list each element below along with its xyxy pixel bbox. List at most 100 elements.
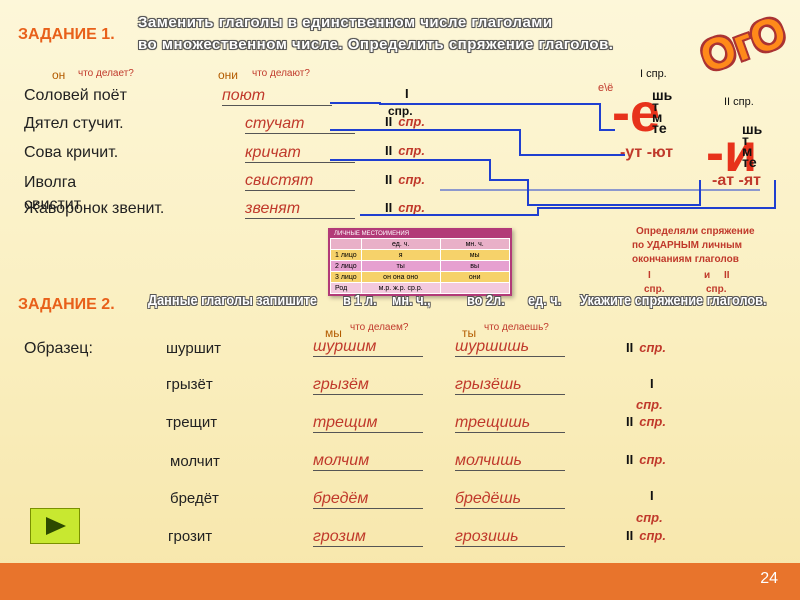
task1-text-line2: во множественном числе. Определить спряж… bbox=[138, 36, 614, 53]
conj-num-5: II bbox=[385, 200, 393, 215]
pt-r4-c2 bbox=[439, 282, 510, 294]
conj-spr-1: спр. bbox=[388, 104, 413, 118]
conj-4: II спр. bbox=[385, 172, 425, 187]
ending-e-4: те bbox=[652, 120, 667, 136]
pronoun-table: ед. ч. мн. ч. 1 лицо я мы 2 лицо ты вы 3… bbox=[330, 238, 510, 294]
t2-conj-num-3: II bbox=[626, 414, 634, 429]
question-on: что делает? bbox=[78, 68, 134, 79]
task1-text-line1: Заменить глаголы в единственном числе гл… bbox=[138, 14, 553, 31]
verb-answer-4: свистят bbox=[245, 172, 355, 191]
e-yo-label: е\ё bbox=[598, 82, 614, 94]
t2-form1-4: молчим bbox=[313, 452, 423, 471]
t2-base-2: грызёт bbox=[166, 376, 213, 393]
t2-base-6: грозит bbox=[168, 528, 213, 545]
task2-label: ЗАДАНИЕ 2. bbox=[18, 296, 115, 313]
pt-header-2: мн. ч. bbox=[439, 238, 510, 250]
note-line3: окончаниям глаголов bbox=[632, 254, 739, 265]
ending-e-list: шь т м те bbox=[652, 87, 673, 136]
conj-num-1: I bbox=[405, 86, 409, 101]
pt-r4-c1: м.р. ж.р. ср.р. bbox=[360, 282, 441, 294]
t2-base-5: бредёт bbox=[170, 490, 219, 507]
pt-r2-c0: 2 лицо bbox=[330, 260, 362, 272]
ending-e-1: шь bbox=[652, 87, 673, 103]
i-spr-label: I спр. bbox=[640, 68, 667, 80]
note-and: и bbox=[704, 270, 711, 281]
t2-form2-3: трещишь bbox=[455, 414, 565, 433]
t2-form1-6: грозим bbox=[313, 528, 423, 547]
line-5 bbox=[360, 180, 776, 216]
note-spr-1: спр. bbox=[644, 284, 665, 295]
t2-form1-2: грызём bbox=[313, 376, 423, 395]
pt-r1-c1: я bbox=[360, 249, 441, 261]
pt-r3-c0: 3 лицо bbox=[330, 271, 362, 283]
t2-conj-4: II спр. bbox=[626, 452, 666, 467]
ending-i-letter: -и bbox=[706, 123, 758, 183]
conj-spr-3: спр. bbox=[398, 143, 425, 158]
t2-base-1: шуршит bbox=[166, 340, 221, 357]
task2-w6: Укажите спряжение глаголов. bbox=[580, 292, 767, 309]
pronoun-ty: ты bbox=[462, 326, 477, 340]
sentence-1: Соловей поёт bbox=[24, 87, 127, 104]
ending-i-1: шь bbox=[742, 121, 763, 137]
task2-w4: во 2л. bbox=[467, 292, 505, 309]
footer-bar bbox=[0, 563, 800, 600]
task1-label: ЗАДАНИЕ 1. bbox=[18, 26, 115, 43]
verb-answer-1: поют bbox=[222, 87, 332, 106]
pt-r2-c2: вы bbox=[439, 260, 510, 272]
note-line1: Определяли спряжение bbox=[636, 226, 755, 237]
t2-base-3: трещит bbox=[166, 414, 218, 431]
verb-answer-5: звенят bbox=[245, 200, 355, 219]
t2-form2-6: грозишь bbox=[455, 528, 565, 547]
t2-conj-num-5: I bbox=[650, 488, 654, 503]
t2-form1-3: трещим bbox=[313, 414, 423, 433]
line-2 bbox=[330, 129, 625, 156]
ending-i-plural: -ат -ят bbox=[712, 172, 762, 189]
connector-lines bbox=[330, 102, 776, 216]
t2-conj-spr-6: спр. bbox=[639, 528, 666, 543]
note-i: I bbox=[648, 270, 651, 281]
t2-form2-5: бредёшь bbox=[455, 490, 565, 509]
conj-num-4: II bbox=[385, 172, 393, 187]
pt-header-1: ед. ч. bbox=[360, 238, 441, 250]
t2-conj-spr-2: спр. bbox=[636, 397, 663, 412]
ending-i-list: шь т м те bbox=[742, 121, 763, 170]
ending-e-letter: -е bbox=[612, 83, 661, 143]
conj-spr-4: спр. bbox=[398, 172, 425, 187]
t2-conj-num-4: II bbox=[626, 452, 634, 467]
sentence-2: Дятел стучит. bbox=[24, 115, 124, 132]
play-icon[interactable] bbox=[30, 508, 80, 544]
pt-r2-c1: ты bbox=[360, 260, 441, 272]
pronoun-table-card: ЛИЧНЫЕ МЕСТОИМЕНИЯ ед. ч. мн. ч. 1 лицо … bbox=[328, 228, 512, 296]
conj-num-3: II bbox=[385, 143, 393, 158]
pt-r1-c2: мы bbox=[439, 249, 510, 261]
pt-r3-c2: они bbox=[439, 271, 510, 283]
line-3 bbox=[330, 159, 701, 206]
question-my: что делаем? bbox=[350, 322, 409, 333]
t2-conj-num-2: I bbox=[650, 376, 654, 391]
ending-i-4: те bbox=[742, 154, 757, 170]
t2-conj-spr-1: спр. bbox=[639, 340, 666, 355]
note-spr-2: спр. bbox=[706, 284, 727, 295]
t2-conj-spr-5: спр. bbox=[636, 510, 663, 525]
task2-w3: мн. ч., bbox=[392, 292, 431, 309]
pronoun-on: он bbox=[52, 68, 66, 82]
ending-i-2: т bbox=[742, 132, 749, 148]
ii-spr-label: II спр. bbox=[724, 96, 754, 108]
ending-e-plural: -ут -ют bbox=[620, 144, 674, 161]
note-ii: II bbox=[724, 270, 730, 281]
t2-form2-4: молчишь bbox=[455, 452, 565, 471]
t2-conj-spr-4: спр. bbox=[639, 452, 666, 467]
pt-r3-c1: он она оно bbox=[360, 271, 441, 283]
line-1 bbox=[330, 102, 615, 131]
task2-w2: в 1 л. bbox=[343, 292, 377, 309]
note-line2: по УДАРНЫМ личным bbox=[632, 240, 743, 251]
t2-base-4: молчит bbox=[170, 453, 220, 470]
page-number: 24 bbox=[760, 570, 778, 587]
ending-e-2: т bbox=[652, 98, 659, 114]
conj-spr-2: спр. bbox=[398, 114, 425, 129]
